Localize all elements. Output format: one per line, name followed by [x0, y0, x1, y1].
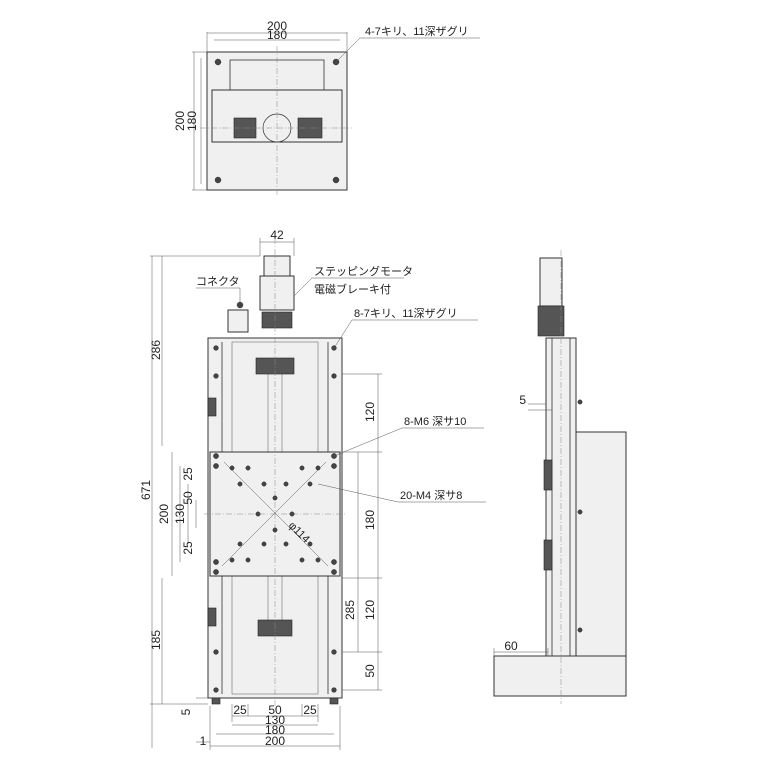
- label-motor-line2: 電磁ブレーキ付: [314, 282, 391, 296]
- connector-box: [227, 309, 249, 333]
- side-dim-60: 60: [504, 639, 518, 653]
- m6-tap-hole: [331, 463, 337, 469]
- m6-tap-hole: [213, 453, 219, 459]
- dim-table-200: 200: [157, 504, 171, 524]
- label-tap-m6: 8-M6 深サ10: [404, 415, 466, 428]
- dim-total-671: 671: [139, 480, 153, 500]
- limit-sensor-lower: [207, 607, 217, 627]
- dim-right-180: 180: [363, 510, 377, 530]
- top-note-holes: 4-7キリ、11深ザグリ: [365, 24, 469, 38]
- mount-hole: [213, 373, 219, 379]
- dim-bottom-25b: 25: [303, 703, 317, 717]
- dim-lower-185: 185: [149, 630, 163, 650]
- side-motor: [539, 257, 563, 307]
- top-view: 200 180 200 180 4-7キリ、11深ザグリ: [173, 19, 480, 196]
- dim-table-25a: 25: [181, 467, 195, 481]
- mount-hole: [331, 649, 337, 655]
- front-view: 42 671 286 185 200 130 50 25 25 5 1 120: [139, 228, 486, 750]
- motor-top: [263, 255, 291, 277]
- dim-bottom-50: 50: [268, 703, 282, 717]
- side-sensor: [543, 459, 553, 491]
- m6-tap-hole: [213, 463, 219, 469]
- m6-tap-hole: [213, 559, 219, 565]
- side-bracket: [575, 431, 627, 697]
- dim-motor-42: 42: [270, 228, 284, 242]
- dim-bottom-1: 1: [200, 734, 207, 748]
- top-dim-width-200: 200: [267, 19, 287, 33]
- dim-right-120-lower: 120: [363, 600, 377, 620]
- side-motor-brake: [537, 305, 565, 337]
- top-view-hole: [214, 58, 222, 66]
- dim-bottom-25a: 25: [233, 703, 247, 717]
- mount-hole: [213, 345, 219, 351]
- dim-table-25b: 25: [181, 541, 195, 555]
- foot-left: [211, 697, 221, 705]
- mount-hole: [213, 649, 219, 655]
- limit-sensor-upper: [207, 397, 217, 417]
- dim-right-285: 285: [343, 600, 357, 620]
- dim-table-50: 50: [181, 491, 195, 505]
- side-sensor: [543, 539, 553, 571]
- label-motor-line1: ステッピングモータ: [314, 264, 413, 278]
- foot-right: [329, 697, 339, 705]
- dim-bottom-5: 5: [179, 708, 193, 715]
- motor-body: [259, 275, 295, 311]
- dim-bottom-200: 200: [265, 734, 285, 748]
- label-connector: コネクタ: [196, 275, 240, 288]
- mount-hole: [331, 373, 337, 379]
- connector-plug: [236, 301, 244, 309]
- motor-brake-block: [261, 311, 293, 329]
- m6-tap-hole: [331, 569, 337, 575]
- m4-tap-hole-grid: [229, 465, 321, 563]
- dim-table-130: 130: [173, 504, 187, 524]
- side-view: 5 60: [493, 250, 627, 704]
- side-dim-5: 5: [519, 393, 526, 407]
- top-view-hole: [332, 176, 340, 184]
- m6-tap-hole: [331, 559, 337, 565]
- side-base: [493, 655, 627, 697]
- dim-right-50: 50: [363, 664, 377, 678]
- mount-hole: [213, 687, 219, 693]
- dim-upper-286: 286: [149, 340, 163, 360]
- top-dim-width-180: 180: [267, 28, 287, 42]
- m6-tap-hole: [213, 569, 219, 575]
- label-holes-8: 8-7キリ、11深ザグリ: [354, 306, 458, 320]
- dim-bottom-130: 130: [265, 713, 285, 727]
- dim-right-120-upper: 120: [363, 402, 377, 422]
- top-dim-height-180: 180: [185, 111, 199, 131]
- top-view-hole: [214, 176, 222, 184]
- mount-hole: [331, 687, 337, 693]
- label-tap-m4: 20-M4 深サ8: [400, 489, 462, 502]
- dim-bottom-180: 180: [265, 723, 285, 737]
- top-dim-height-200: 200: [173, 111, 187, 131]
